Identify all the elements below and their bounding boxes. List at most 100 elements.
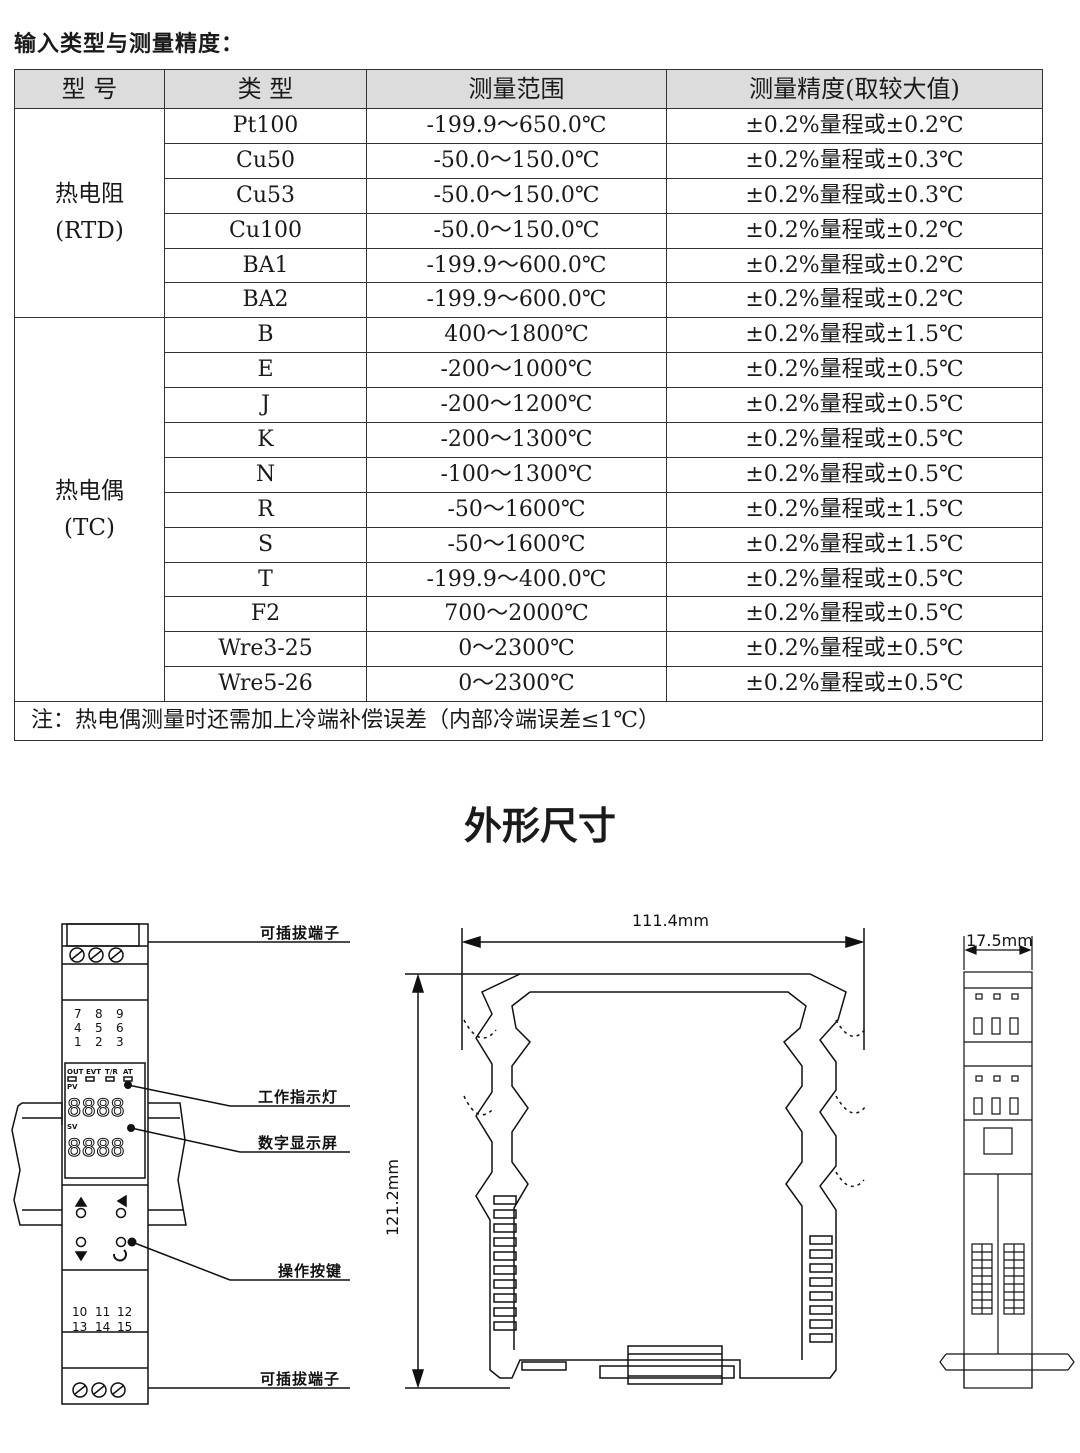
accuracy-cell: ±0.2%量程或±0.3℃ xyxy=(666,177,1043,214)
label-indicator: 工作指示灯 xyxy=(258,1088,338,1106)
pv-label: PV xyxy=(67,1083,78,1091)
section-title: 输入类型与测量精度： xyxy=(14,32,245,57)
outline-title: 外形尺寸 xyxy=(463,804,616,848)
sensor-type-cell: J xyxy=(164,387,367,424)
table-row: Cu53-50.0～150.0℃±0.2%量程或±0.3℃ xyxy=(15,177,1043,214)
dimension-drawings: 可插拔端子 工作指示灯 数字显示屏 操作按键 可插拔端子 7 8 9 4 5 6… xyxy=(11,911,1075,1405)
header-range: 测量范围 xyxy=(366,69,667,109)
terminal-number-2: 2 xyxy=(95,1035,103,1049)
sensor-type-cell: B xyxy=(164,317,367,354)
label-bottom-terminal: 可插拔端子 xyxy=(260,1370,340,1388)
range-cell: 0～2300℃ xyxy=(366,631,667,668)
accuracy-cell: ±0.2%量程或±0.2℃ xyxy=(666,212,1043,249)
range-cell: 400～1800℃ xyxy=(366,317,667,354)
group-name: 热电阻 xyxy=(55,181,124,208)
table-row: BA1-199.9～600.0℃±0.2%量程或±0.2℃ xyxy=(15,247,1043,284)
table-row: K-200～1300℃±0.2%量程或±0.5℃ xyxy=(15,422,1043,458)
table-header-row: 型 号 类 型 测量范围 测量精度(取较大值) xyxy=(14,69,1043,109)
sensor-type-cell: Cu100 xyxy=(164,212,367,249)
range-cell: -200～1200℃ xyxy=(366,387,667,424)
sv-display: 8888 xyxy=(67,1134,125,1162)
range-cell: -199.9～400.0℃ xyxy=(366,561,667,598)
sensor-type-cell: Wre5-26 xyxy=(164,666,367,703)
range-cell: -100～1300℃ xyxy=(366,456,667,493)
table-note: 注：热电偶测量时还需加上冷端补偿误差（内部冷端误差≤1℃） xyxy=(14,701,1043,742)
front-view xyxy=(11,923,350,1405)
range-cell: -50.0～150.0℃ xyxy=(366,177,667,214)
accuracy-cell: ±0.2%量程或±0.5℃ xyxy=(666,561,1043,598)
range-cell: -50～1600℃ xyxy=(366,491,667,528)
table-row: 热电阻 (RTD) Pt100-199.9～650.0℃ ±0.2%量程或±0.2℃ xyxy=(14,107,1043,319)
sensor-type-cell: S xyxy=(164,526,367,563)
sensor-type-cell: Pt100 xyxy=(164,108,367,144)
range-cell: -200～1000℃ xyxy=(366,352,667,389)
group-cell: 热电偶 (TC) xyxy=(14,317,165,703)
terminal-number-6: 6 xyxy=(116,1021,124,1035)
terminal-number-5: 5 xyxy=(95,1021,103,1035)
range-cell: -199.9～650.0℃ xyxy=(366,108,667,144)
indicator-tr: T/R xyxy=(105,1068,118,1076)
sensor-type-cell: T xyxy=(164,561,367,598)
table-row: E-200～1000℃±0.2%量程或±0.5℃ xyxy=(15,352,1043,389)
terminal-number-4: 4 xyxy=(74,1021,82,1035)
header-type: 类 型 xyxy=(164,69,367,109)
terminal-number-8: 8 xyxy=(95,1007,103,1021)
range-cell: -50～1600℃ xyxy=(366,526,667,563)
sensor-type-cell: N xyxy=(164,456,367,493)
dimension-end-width: 17.5mm xyxy=(966,931,1033,950)
sensor-type-cell: Wre3-25 xyxy=(164,631,367,668)
accuracy-cell: ±0.2%量程或±0.3℃ xyxy=(666,142,1043,179)
sensor-type-cell: E xyxy=(164,352,367,389)
label-top-terminal: 可插拔端子 xyxy=(260,924,340,942)
accuracy-cell: ±0.2%量程或±0.5℃ xyxy=(666,422,1043,458)
sensor-type-cell: BA1 xyxy=(164,247,367,284)
table-row: T-199.9～400.0℃±0.2%量程或±0.5℃ xyxy=(15,561,1043,598)
range-cell: -50.0～150.0℃ xyxy=(366,142,667,179)
accuracy-cell: ±0.2%量程或±0.2℃ xyxy=(666,282,1043,319)
indicator-out: OUT xyxy=(67,1068,84,1076)
terminal-number-3: 3 xyxy=(116,1035,124,1049)
indicator-at: AT xyxy=(123,1068,133,1076)
terminal-number-7: 7 xyxy=(74,1007,82,1021)
table-row: BA2-199.9～600.0℃±0.2%量程或±0.2℃ xyxy=(15,282,1043,319)
sensor-type-cell: Cu50 xyxy=(164,142,367,179)
group-code: (TC) xyxy=(64,514,115,541)
accuracy-cell: ±0.2%量程或±1.5℃ xyxy=(666,491,1043,528)
group-code: (RTD) xyxy=(55,218,124,245)
header-accuracy: 测量精度(取较大值) xyxy=(666,69,1043,109)
terminal-number-14: 14 xyxy=(95,1320,110,1334)
sensor-type-cell: R xyxy=(164,491,367,528)
note-row: 注：热电偶测量时还需加上冷端补偿误差（内部冷端误差≤1℃） xyxy=(14,701,1043,742)
pv-display: 8888 xyxy=(67,1094,125,1122)
accuracy-cell: ±0.2%量程或±0.2℃ xyxy=(666,247,1043,284)
indicator-evt: EVT xyxy=(86,1068,101,1076)
label-keys: 操作按键 xyxy=(278,1262,342,1280)
table-row: R-50～1600℃±0.2%量程或±1.5℃ xyxy=(15,491,1043,528)
range-cell: 0～2300℃ xyxy=(366,666,667,703)
sensor-type-cell: BA2 xyxy=(164,282,367,319)
dimension-height: 121.2mm xyxy=(383,1159,402,1236)
terminal-number-1: 1 xyxy=(74,1035,82,1049)
range-cell: -199.9～600.0℃ xyxy=(366,282,667,319)
dimension-width: 111.4mm xyxy=(632,911,709,930)
range-cell: 700～2000℃ xyxy=(366,596,667,633)
terminal-number-9: 9 xyxy=(116,1007,124,1021)
terminal-number-13: 13 xyxy=(72,1320,87,1334)
accuracy-cell: ±0.2%量程或±0.5℃ xyxy=(666,596,1043,633)
terminal-number-10: 10 xyxy=(72,1305,87,1319)
end-view xyxy=(939,936,1075,1389)
header-model: 型 号 xyxy=(14,69,165,109)
group-cell: 热电阻 (RTD) xyxy=(14,107,165,319)
sv-label: SV xyxy=(67,1123,78,1131)
sensor-type-cell: F2 xyxy=(164,596,367,633)
group-name: 热电偶 xyxy=(55,477,124,504)
terminal-number-15: 15 xyxy=(117,1320,132,1334)
table-row: N-100～1300℃±0.2%量程或±0.5℃ xyxy=(15,456,1043,493)
accuracy-cell: ±0.2%量程或±0.5℃ xyxy=(666,456,1043,493)
terminal-number-12: 12 xyxy=(117,1305,132,1319)
accuracy-cell: ±0.2%量程或±1.5℃ xyxy=(666,317,1043,354)
